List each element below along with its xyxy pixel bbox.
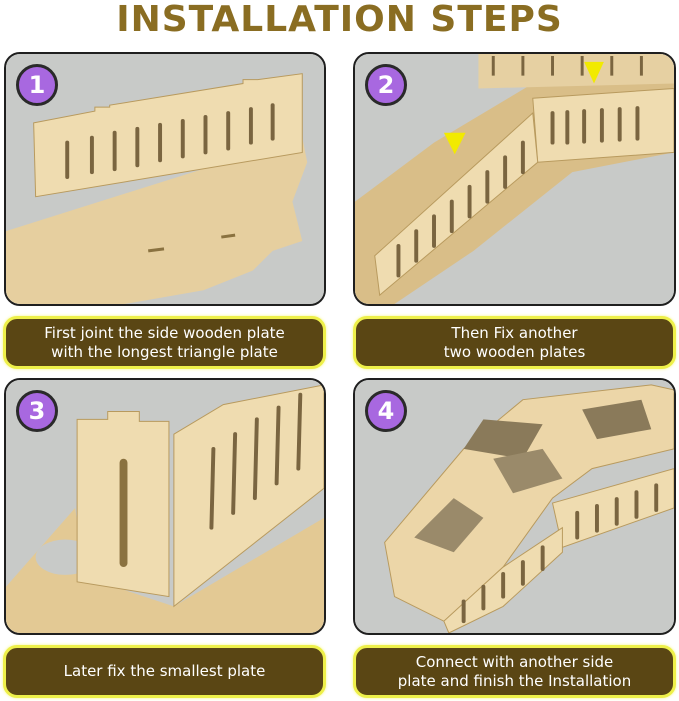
page-title: INSTALLATION STEPS xyxy=(116,0,563,40)
arrow-marker-icon xyxy=(443,132,466,155)
step-number-badge: 3 xyxy=(16,390,58,432)
step-2-caption: Then Fix another two wooden plates xyxy=(353,316,676,369)
wood-plate-illustration xyxy=(6,54,324,304)
step-4-photo: 4 xyxy=(353,378,676,635)
step-number-badge: 4 xyxy=(365,390,407,432)
step-2-photo: 2 xyxy=(353,52,676,306)
step-4-caption: Connect with another side plate and fini… xyxy=(353,645,676,698)
step-1-caption: First joint the side wooden plate with t… xyxy=(3,316,326,369)
step-3-photo: 3 xyxy=(4,378,326,635)
wood-plate-illustration xyxy=(355,54,674,304)
arrow-marker-icon xyxy=(584,61,604,84)
step-4-caption-text: Connect with another side plate and fini… xyxy=(397,652,632,690)
step-1-caption-text: First joint the side wooden plate with t… xyxy=(44,323,285,361)
step-3-caption-text: Later fix the smallest plate xyxy=(63,662,266,680)
step-2-caption-text: Then Fix another two wooden plates xyxy=(443,323,586,361)
step-number-badge: 2 xyxy=(365,64,407,106)
step-3-caption: Later fix the smallest plate xyxy=(3,645,326,698)
wood-plate-illustration xyxy=(6,380,324,633)
step-number-badge: 1 xyxy=(16,64,58,106)
step-1-photo: 1 xyxy=(4,52,326,306)
wood-plate-illustration xyxy=(355,380,674,633)
